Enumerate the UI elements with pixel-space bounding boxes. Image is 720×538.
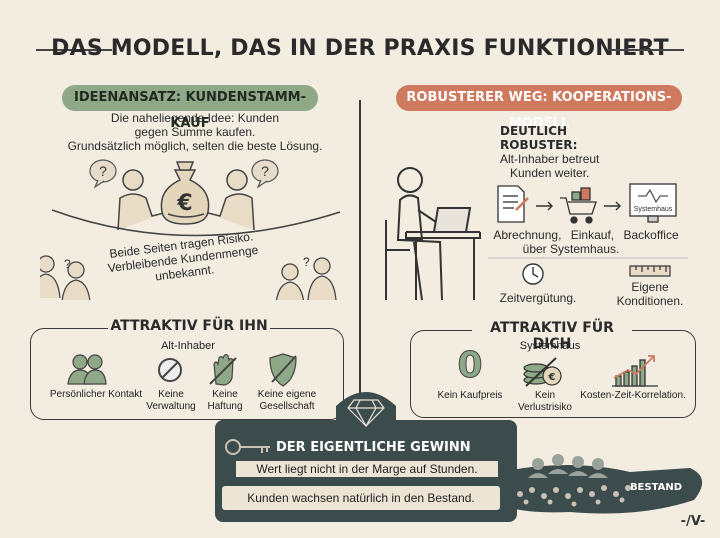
robust-block: DEUTLICH ROBUSTER: Alt-Inhaber betreut K… bbox=[500, 124, 630, 180]
him-item-company: Keine eigene Gesellschaft bbox=[250, 389, 324, 413]
zero-price-icon: 0 bbox=[457, 345, 483, 387]
robust-title: DEUTLICH ROBUSTER: bbox=[500, 124, 578, 152]
systemhaus-screen-label: Systemhaus bbox=[634, 206, 673, 213]
left-intro: Die naheliegende Idee: Kunden gegen Summ… bbox=[60, 111, 330, 153]
banner-title: DER EIGENTLICHE GEWINN bbox=[276, 440, 471, 455]
no-company-shield-icon bbox=[269, 353, 297, 387]
you-item-risk-line2: Verlustrisiko bbox=[518, 402, 572, 413]
money-bag-icon bbox=[160, 161, 210, 225]
terms-illustration bbox=[488, 257, 688, 285]
customer-heads-icon bbox=[528, 454, 608, 478]
title-rule-left bbox=[36, 49, 112, 51]
ruler-icon bbox=[629, 265, 671, 277]
left-heading-pill: IDEENANSATZ: KUNDENSTAMM-KAUF bbox=[62, 85, 318, 131]
him-icons bbox=[67, 353, 297, 387]
uncertain-customers-left-icon bbox=[40, 255, 91, 300]
center-divider bbox=[359, 100, 361, 400]
flow-label-backoffice: Backoffice bbox=[623, 228, 679, 242]
left-intro-line2: gegen Summe kaufen. bbox=[134, 125, 256, 139]
contact-people-icon bbox=[67, 354, 107, 385]
flow-labels: Abrechnung, Einkauf, Backoffice bbox=[486, 228, 686, 242]
stream-dots bbox=[517, 485, 631, 507]
attractive-for-him-title: ATTRAKTIV FÜR IHN bbox=[108, 318, 270, 334]
seller-person-icon bbox=[203, 169, 255, 231]
robust-line1: Alt-Inhaber betreut bbox=[500, 152, 600, 166]
own-terms-line1: Eigene bbox=[631, 280, 669, 294]
handshake-illustration: ? ? € ? ? bbox=[40, 159, 341, 300]
diamond-badge bbox=[336, 392, 396, 438]
flow-illustration: Systemhaus bbox=[497, 183, 677, 224]
shopping-cart-icon bbox=[560, 187, 597, 224]
attractive-for-you-title: ATTRAKTIV FÜR DICH bbox=[472, 320, 632, 352]
title-rule-right bbox=[608, 49, 684, 51]
you-item-correlation: Kosten-Zeit-Korrelation. bbox=[578, 390, 688, 402]
clock-icon bbox=[522, 263, 544, 285]
systemhaus-monitor-icon bbox=[629, 183, 677, 223]
page-title: DAS MODELL, DAS IN DER PRAXIS FUNKTIONIE… bbox=[51, 36, 669, 61]
arc-line bbox=[51, 209, 341, 237]
own-terms-line2: Konditionen. bbox=[616, 294, 684, 308]
euro-symbol: € bbox=[176, 191, 192, 216]
him-item-liability: Keine Haftung bbox=[198, 389, 252, 413]
key-icon bbox=[225, 439, 270, 455]
time-label: Zeitvergütung. bbox=[499, 291, 577, 305]
stop-hand-icon bbox=[209, 353, 237, 386]
stream-label: BESTAND bbox=[630, 482, 682, 493]
you-item-price-label: Kein Kaufpreis bbox=[437, 390, 503, 401]
him-item-contact-label: Persönlicher Kontakt bbox=[49, 389, 143, 400]
flow-label-billing: Abrechnung, bbox=[493, 228, 562, 242]
him-item-liability-line2: Haftung bbox=[207, 401, 243, 412]
him-item-liability-line1: Keine bbox=[212, 389, 238, 400]
left-intro-line3: Grundsätzlich möglich, selten die beste … bbox=[67, 139, 323, 153]
right-heading-pill: ROBUSTERER WEG: KOOPERATIONS-MODELL bbox=[396, 85, 682, 131]
question-mark-right: ? bbox=[261, 163, 269, 179]
attractive-for-him-subtitle: Alt-Inhaber bbox=[161, 340, 215, 352]
stream-illustration: BESTAND bbox=[500, 454, 703, 514]
him-item-contact: Persönlicher Kontakt bbox=[36, 389, 156, 401]
left-intro-line1: Die naheliegende Idee: Kunden bbox=[110, 111, 280, 125]
no-admin-icon bbox=[158, 358, 182, 382]
coins-no-risk-icon bbox=[523, 357, 562, 387]
coin-euro: € bbox=[548, 372, 556, 383]
flow-label-purchasing: Einkauf, bbox=[570, 228, 615, 242]
growth-chart-icon bbox=[612, 355, 658, 387]
you-item-price: Kein Kaufpreis bbox=[432, 390, 508, 402]
you-item-correlation-label: Kosten-Zeit-Korrelation. bbox=[580, 390, 686, 401]
own-terms: Eigene Konditionen. bbox=[612, 280, 688, 308]
document-icon bbox=[497, 185, 529, 223]
question-bubble-right-icon bbox=[251, 159, 279, 189]
you-item-risk-line1: Kein bbox=[534, 390, 555, 401]
brand-logo: -/V- bbox=[680, 514, 706, 529]
him-item-company-line2: Gesellschaft bbox=[259, 401, 315, 412]
him-item-admin: Keine Verwaltung bbox=[138, 389, 204, 413]
handshake-icon bbox=[167, 213, 205, 218]
buyer-person-icon bbox=[117, 169, 169, 231]
you-item-risk: Kein Verlustrisiko bbox=[510, 390, 580, 414]
question-mark-left: ? bbox=[99, 163, 107, 179]
him-item-company-line1: Keine eigene bbox=[257, 389, 317, 400]
banner-line1: Wert liegt nicht in der Marge auf Stunde… bbox=[236, 461, 498, 477]
flow-sub: über Systemhaus. bbox=[522, 242, 620, 256]
attractive-for-you-subtitle: Systemhaus bbox=[519, 340, 581, 352]
desk-worker-illustration bbox=[385, 167, 481, 301]
banner-line2: Kunden wachsen natürlich in den Bestand. bbox=[222, 486, 500, 510]
robust-line2: Kunden weiter. bbox=[510, 166, 590, 180]
diamond-icon bbox=[347, 399, 385, 428]
question-mark-bottom-right: ? bbox=[303, 255, 310, 269]
him-item-admin-line2: Verwaltung bbox=[146, 401, 196, 412]
you-icons: € bbox=[523, 355, 658, 387]
uncertain-customers-right-icon bbox=[275, 257, 337, 300]
arrow-2-icon bbox=[604, 201, 621, 211]
him-item-admin-line1: Keine bbox=[158, 389, 184, 400]
arrow-1-icon bbox=[536, 201, 553, 211]
question-bubble-left-icon bbox=[89, 159, 117, 189]
question-mark-bottom-left: ? bbox=[64, 257, 71, 271]
